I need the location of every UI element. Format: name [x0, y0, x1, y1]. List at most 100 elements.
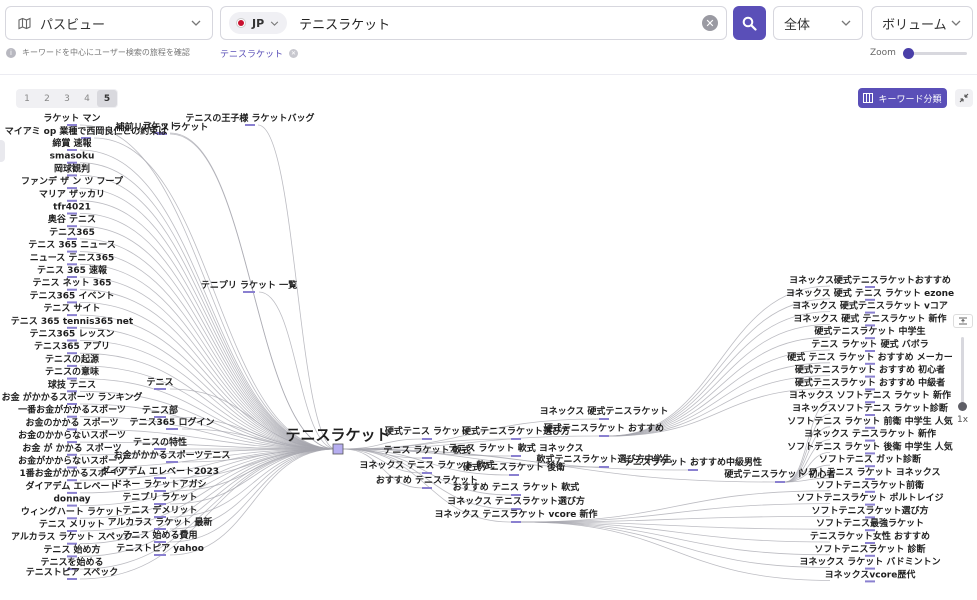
level-3-button[interactable]: 3 — [64, 93, 70, 104]
right-keyword-label[interactable]: 硬式テニスラケット おすすめ 中級者 — [795, 376, 945, 388]
left-keyword-node[interactable] — [67, 504, 77, 507]
left-keyword-node[interactable] — [67, 288, 77, 291]
right-keyword-label[interactable]: テニスラケット女性 おすすめ — [810, 530, 930, 542]
left-keyword-node[interactable] — [67, 352, 77, 355]
left-keyword-label[interactable]: テニスの王子様 ラケットバッグ — [185, 112, 314, 124]
right-keyword-label[interactable]: ソフトテニス ガット診断 — [819, 453, 921, 465]
left-keyword-node[interactable] — [67, 276, 77, 278]
left-keyword-node[interactable] — [67, 491, 77, 494]
left-keyword-node[interactable] — [67, 555, 77, 558]
right-keyword-label[interactable]: 硬式 テニス ラケット おすすめ メーカー — [787, 351, 953, 363]
left-keyword-label[interactable]: テニスの意味 — [45, 366, 99, 378]
left-keyword-node[interactable] — [67, 542, 77, 545]
vertical-zoom-handle[interactable] — [958, 402, 967, 411]
mid-keyword-node[interactable] — [599, 418, 609, 420]
left-keyword-node[interactable] — [67, 187, 77, 190]
right-keyword-label[interactable]: ヨネックス ソフトテニス ラケット 新作 — [789, 389, 951, 401]
inner-keyword-label[interactable]: ドネー ラケットアガシ — [113, 478, 206, 490]
left-keyword-label[interactable]: テニス 365 速報 — [37, 264, 108, 276]
left-keyword-label[interactable]: smasoku — [50, 152, 95, 162]
mid-keyword-label[interactable]: 硬式テニスラケット おすすめ — [544, 422, 664, 434]
inner-keyword-label[interactable]: テニス部 — [142, 404, 178, 416]
left-keyword-label[interactable]: テニス メリット — [39, 519, 105, 530]
left-keyword-node[interactable] — [67, 174, 77, 177]
inner-keyword-node[interactable] — [166, 428, 178, 430]
inner-keyword-label[interactable]: テニストピア yahoo — [116, 542, 204, 554]
center-keyword-node[interactable] — [332, 443, 344, 455]
mid-keyword-node[interactable] — [509, 474, 519, 476]
inner-keyword-label[interactable]: ダイアデム エレベート2023 — [101, 465, 219, 477]
left-keyword-label[interactable]: ラケット マン — [43, 113, 100, 124]
left-keyword-node[interactable] — [67, 403, 77, 405]
inner-keyword-label[interactable]: テニスの特性 — [133, 436, 187, 448]
right-keyword-label[interactable]: ソフトテニスラケット前衛 — [816, 479, 924, 491]
right-keyword-label[interactable]: ヨネックスソフトテニス ラケット診断 — [792, 402, 948, 414]
left-keyword-node[interactable] — [67, 568, 77, 571]
right-keyword-label[interactable]: 硬式テニスラケット おすすめ 初心者 — [795, 364, 945, 376]
inner-keyword-label[interactable]: テニス365 ログイン — [130, 416, 215, 428]
inner-keyword-node[interactable] — [243, 291, 255, 293]
left-keyword-label[interactable]: テニス365 イベント — [30, 290, 115, 301]
mid-keyword-label[interactable]: ヨネックス テニス ラケット 軟式 — [359, 459, 494, 471]
right-keyword-node[interactable] — [865, 362, 875, 365]
left-keyword-node[interactable] — [67, 530, 77, 532]
right-keyword-label[interactable]: ヨネックス硬式テニスラケットおすすめ — [789, 274, 951, 286]
left-keyword-node[interactable] — [67, 415, 77, 418]
mid-keyword-label[interactable]: 硬式テニスラケット 初心者 — [724, 468, 835, 480]
left-keyword-label[interactable]: テニスの起源 — [45, 353, 99, 365]
left-keyword-label[interactable]: 補前リバース ラケット — [115, 121, 209, 133]
side-panel-toggle[interactable] — [0, 140, 5, 162]
keyword-chip[interactable]: テニスラケット ✕ — [220, 47, 299, 60]
left-keyword-node[interactable] — [67, 326, 77, 329]
left-keyword-label[interactable]: テニスを始める — [40, 556, 103, 568]
left-keyword-label[interactable]: お金 がかかるスポーツ ランキング — [2, 391, 143, 403]
left-keyword-node[interactable] — [67, 339, 77, 342]
mid-keyword-label[interactable]: テニス ラケット 軟式 ヨネックス — [448, 442, 583, 454]
left-keyword-label[interactable]: テニス365 — [49, 227, 95, 238]
left-keyword-node[interactable] — [81, 137, 91, 139]
mid-keyword-label[interactable]: おすすめ テニスラケット — [376, 475, 478, 486]
left-keyword-node[interactable] — [67, 466, 77, 469]
right-keyword-label[interactable]: ヨネックス テニスラケット 新作 — [804, 428, 936, 440]
left-keyword-label[interactable]: 一番お金がかかるスポーツ — [18, 404, 126, 416]
left-keyword-node[interactable] — [67, 301, 77, 304]
left-keyword-label[interactable]: テニス365 アプリ — [34, 340, 110, 352]
mid-keyword-label[interactable]: ヨネックス テニスラケット選び方 — [447, 495, 585, 507]
left-keyword-node[interactable] — [67, 124, 77, 126]
left-keyword-label[interactable]: ニュース テニス365 — [30, 252, 114, 263]
right-keyword-label[interactable]: ヨネックスvcore歴代 — [825, 568, 916, 580]
keyword-group-button[interactable]: キーワード分類 — [858, 88, 947, 108]
inner-keyword-label[interactable]: テニプリ ラケット — [122, 491, 197, 503]
left-keyword-label[interactable]: お金がかからないスポーツ — [18, 455, 126, 467]
right-keyword-label[interactable]: ヨネックス ラケット バドミントン — [799, 557, 940, 568]
left-keyword-node[interactable] — [67, 199, 77, 202]
left-keyword-label[interactable]: テニス 365 tennis365 net — [11, 316, 134, 327]
mid-keyword-node[interactable] — [511, 438, 521, 440]
right-keyword-node[interactable] — [865, 516, 875, 519]
right-keyword-node[interactable] — [865, 350, 875, 352]
mid-keyword-node[interactable] — [422, 472, 432, 474]
right-keyword-node[interactable] — [865, 426, 875, 429]
right-keyword-node[interactable] — [865, 478, 875, 480]
right-keyword-label[interactable]: ソフトテニスラケット選び方 — [811, 504, 928, 516]
inner-keyword-node[interactable] — [154, 516, 166, 518]
right-keyword-node[interactable] — [865, 324, 875, 327]
left-keyword-label[interactable]: お金のかからないスポーツ — [18, 429, 126, 441]
mid-keyword-label[interactable]: 硬式テニス ラケット — [385, 425, 469, 437]
collapse-button[interactable] — [955, 89, 973, 107]
right-keyword-node[interactable] — [865, 439, 875, 442]
left-keyword-node[interactable] — [67, 314, 77, 317]
left-keyword-node[interactable] — [67, 441, 77, 444]
country-selector[interactable]: JP — [229, 12, 288, 34]
left-keyword-node[interactable] — [67, 161, 77, 164]
mid-keyword-node[interactable] — [511, 508, 521, 510]
left-keyword-node[interactable] — [67, 479, 77, 482]
inner-keyword-node[interactable] — [154, 541, 166, 543]
right-keyword-label[interactable]: ソフトテニスラケット ポルトレイジ — [796, 492, 943, 504]
left-keyword-label[interactable]: 奥谷 テニス — [47, 213, 96, 225]
mid-keyword-node[interactable] — [775, 481, 785, 483]
left-keyword-node[interactable] — [245, 124, 255, 126]
left-keyword-label[interactable]: テニス365 レッスン — [30, 329, 115, 340]
right-keyword-label[interactable]: ソフトテニス ラケット 後衛 中学生 人気 — [787, 440, 953, 452]
mid-keyword-node[interactable] — [511, 455, 521, 457]
